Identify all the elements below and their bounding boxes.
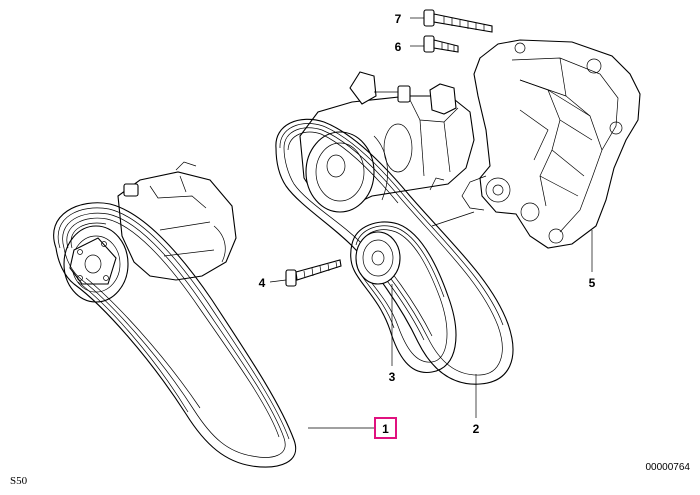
bolt-6 — [423, 35, 459, 53]
callout-3-label: 3 — [389, 370, 396, 384]
drawing-code: 00000764 — [646, 462, 691, 473]
ac-compressor — [299, 71, 475, 213]
bolt-4 — [285, 259, 342, 287]
idler-pulley — [355, 231, 401, 285]
callout-6-label: 6 — [395, 40, 402, 54]
leader-lines — [269, 17, 593, 429]
callout-1[interactable]: 1 — [374, 417, 397, 439]
steering-pump — [63, 161, 237, 303]
callout-1-label: 1 — [382, 422, 389, 436]
drive-belt-long — [53, 202, 297, 468]
bolt-7 — [423, 9, 493, 33]
mounting-bracket — [461, 39, 641, 249]
callout-4-label: 4 — [259, 276, 266, 290]
corner-label: S50 — [10, 475, 28, 487]
callout-1-highlight-box — [374, 417, 397, 439]
callout-7-label: 7 — [395, 12, 402, 26]
callout-5-label: 5 — [589, 276, 596, 290]
callout-2-label: 2 — [473, 422, 480, 436]
